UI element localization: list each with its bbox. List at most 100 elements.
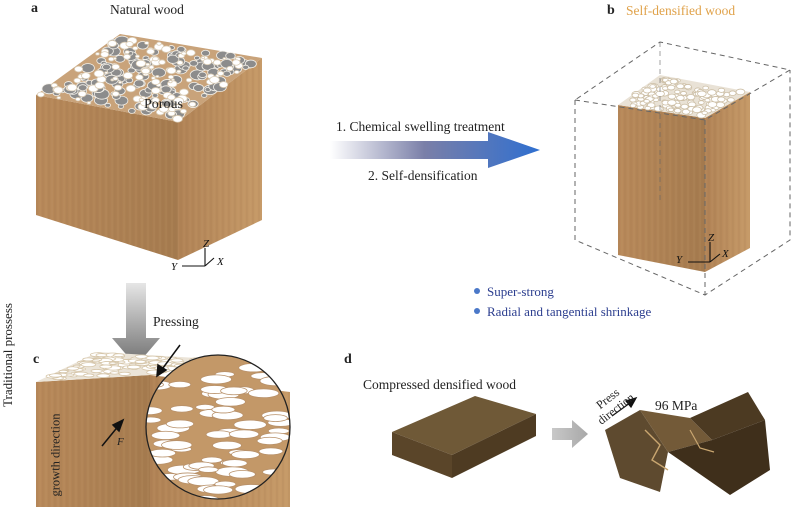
cell-pore [203, 485, 234, 495]
cell-pore [161, 45, 172, 53]
cell-pore [697, 100, 705, 105]
press-direction-wrap: Press direction [592, 384, 636, 427]
cell-pore [148, 102, 158, 110]
cell-pore [100, 51, 110, 58]
cell-pore [161, 440, 193, 450]
cell-pore [631, 92, 640, 98]
cell-pore [735, 88, 746, 96]
pressing-label: Pressing [153, 314, 199, 329]
property-text: Super-strong [487, 284, 554, 299]
cell-pore [684, 84, 692, 90]
force-arrows [101, 344, 181, 447]
cell-pore [112, 76, 119, 81]
cell-pore [81, 63, 95, 73]
cell-pore [220, 386, 248, 396]
cell-pore [201, 93, 208, 98]
axis-x-b: X [722, 248, 729, 260]
cell-pore [212, 59, 222, 66]
compressed-wood-sample [392, 396, 536, 478]
cell-pore [673, 108, 682, 114]
cell-pore [667, 93, 677, 100]
cell-pore [692, 106, 702, 114]
cell-pore [170, 358, 184, 363]
cell-pore [233, 419, 267, 430]
force-label: F [117, 436, 124, 448]
cell-pore [66, 373, 75, 377]
cell-pore [73, 364, 81, 368]
cell-pore [182, 65, 190, 71]
compressed-label: Compressed densified wood [363, 377, 516, 392]
cell-pore [247, 388, 280, 399]
cell-pore [717, 87, 726, 93]
cell-pore [188, 101, 197, 108]
cell-pore [126, 364, 141, 370]
cell-pore [212, 440, 242, 451]
cell-pore [170, 405, 194, 413]
cell-pore [231, 59, 241, 66]
growth-direction-label: growth direction [48, 413, 63, 497]
cell-pore [728, 90, 737, 96]
cell-pore [146, 48, 155, 55]
cell-pore [215, 397, 246, 407]
cell-pore [108, 361, 117, 365]
pressure-label: 96 MPa [655, 398, 698, 413]
cell-pore [53, 86, 64, 94]
cell-pore [219, 81, 229, 88]
cell-pore [680, 103, 689, 110]
cell-pore [707, 89, 717, 96]
cell-pore [201, 56, 206, 60]
pressing-arrow [112, 283, 160, 366]
cell-pore [185, 77, 193, 83]
cell-pore [209, 76, 220, 84]
cell-pore [707, 101, 718, 108]
traditional-process-label: Traditional prossess [0, 303, 15, 407]
bullet-dot [474, 308, 480, 315]
cell-pore [176, 46, 186, 53]
cell-pore [667, 84, 676, 91]
cell-pore [205, 430, 233, 439]
cell-pore [122, 71, 134, 80]
cell-pore [134, 359, 147, 364]
cell-pore [73, 77, 82, 84]
cell-pore [256, 436, 283, 445]
cell-pore [107, 40, 118, 47]
cell-pore [125, 41, 134, 47]
cell-pore [676, 83, 685, 90]
cell-pore [193, 84, 204, 92]
cell-pore [102, 63, 111, 71]
cell-pore [150, 430, 181, 440]
cell-pore [181, 51, 187, 56]
cell-pore [66, 83, 78, 92]
cell-pore [95, 52, 100, 56]
cell-pore [242, 64, 250, 70]
cell-pore [225, 52, 236, 60]
cell-pore [123, 53, 131, 60]
cell-pore [168, 380, 192, 389]
cell-pore [727, 97, 735, 103]
cell-pore [113, 84, 123, 91]
cell-pore [56, 96, 62, 100]
cell-pore [155, 74, 160, 79]
cell-pore [133, 79, 145, 88]
process-arrow [330, 132, 540, 168]
axis-y-b: Y [676, 254, 683, 266]
cell-pore [104, 102, 111, 108]
cell-pore [166, 67, 177, 75]
cell-pore [643, 87, 652, 94]
panel-b-title: Self-densified wood [626, 3, 736, 18]
cell-pore [222, 70, 232, 77]
cell-pore [179, 88, 189, 96]
cell-pore [58, 369, 69, 374]
axis-x-a: X [217, 256, 224, 268]
cell-pore [111, 91, 120, 97]
property-item: Radial and tangential shrinkage [474, 304, 651, 320]
cell-pore [176, 60, 184, 66]
cell-pore [653, 105, 663, 112]
cell-pore [228, 470, 256, 479]
cell-pore [198, 466, 219, 473]
cell-pore [118, 371, 131, 376]
compressed-top-surface [45, 352, 227, 381]
cell-pore [78, 84, 88, 92]
cell-pore [717, 96, 726, 103]
